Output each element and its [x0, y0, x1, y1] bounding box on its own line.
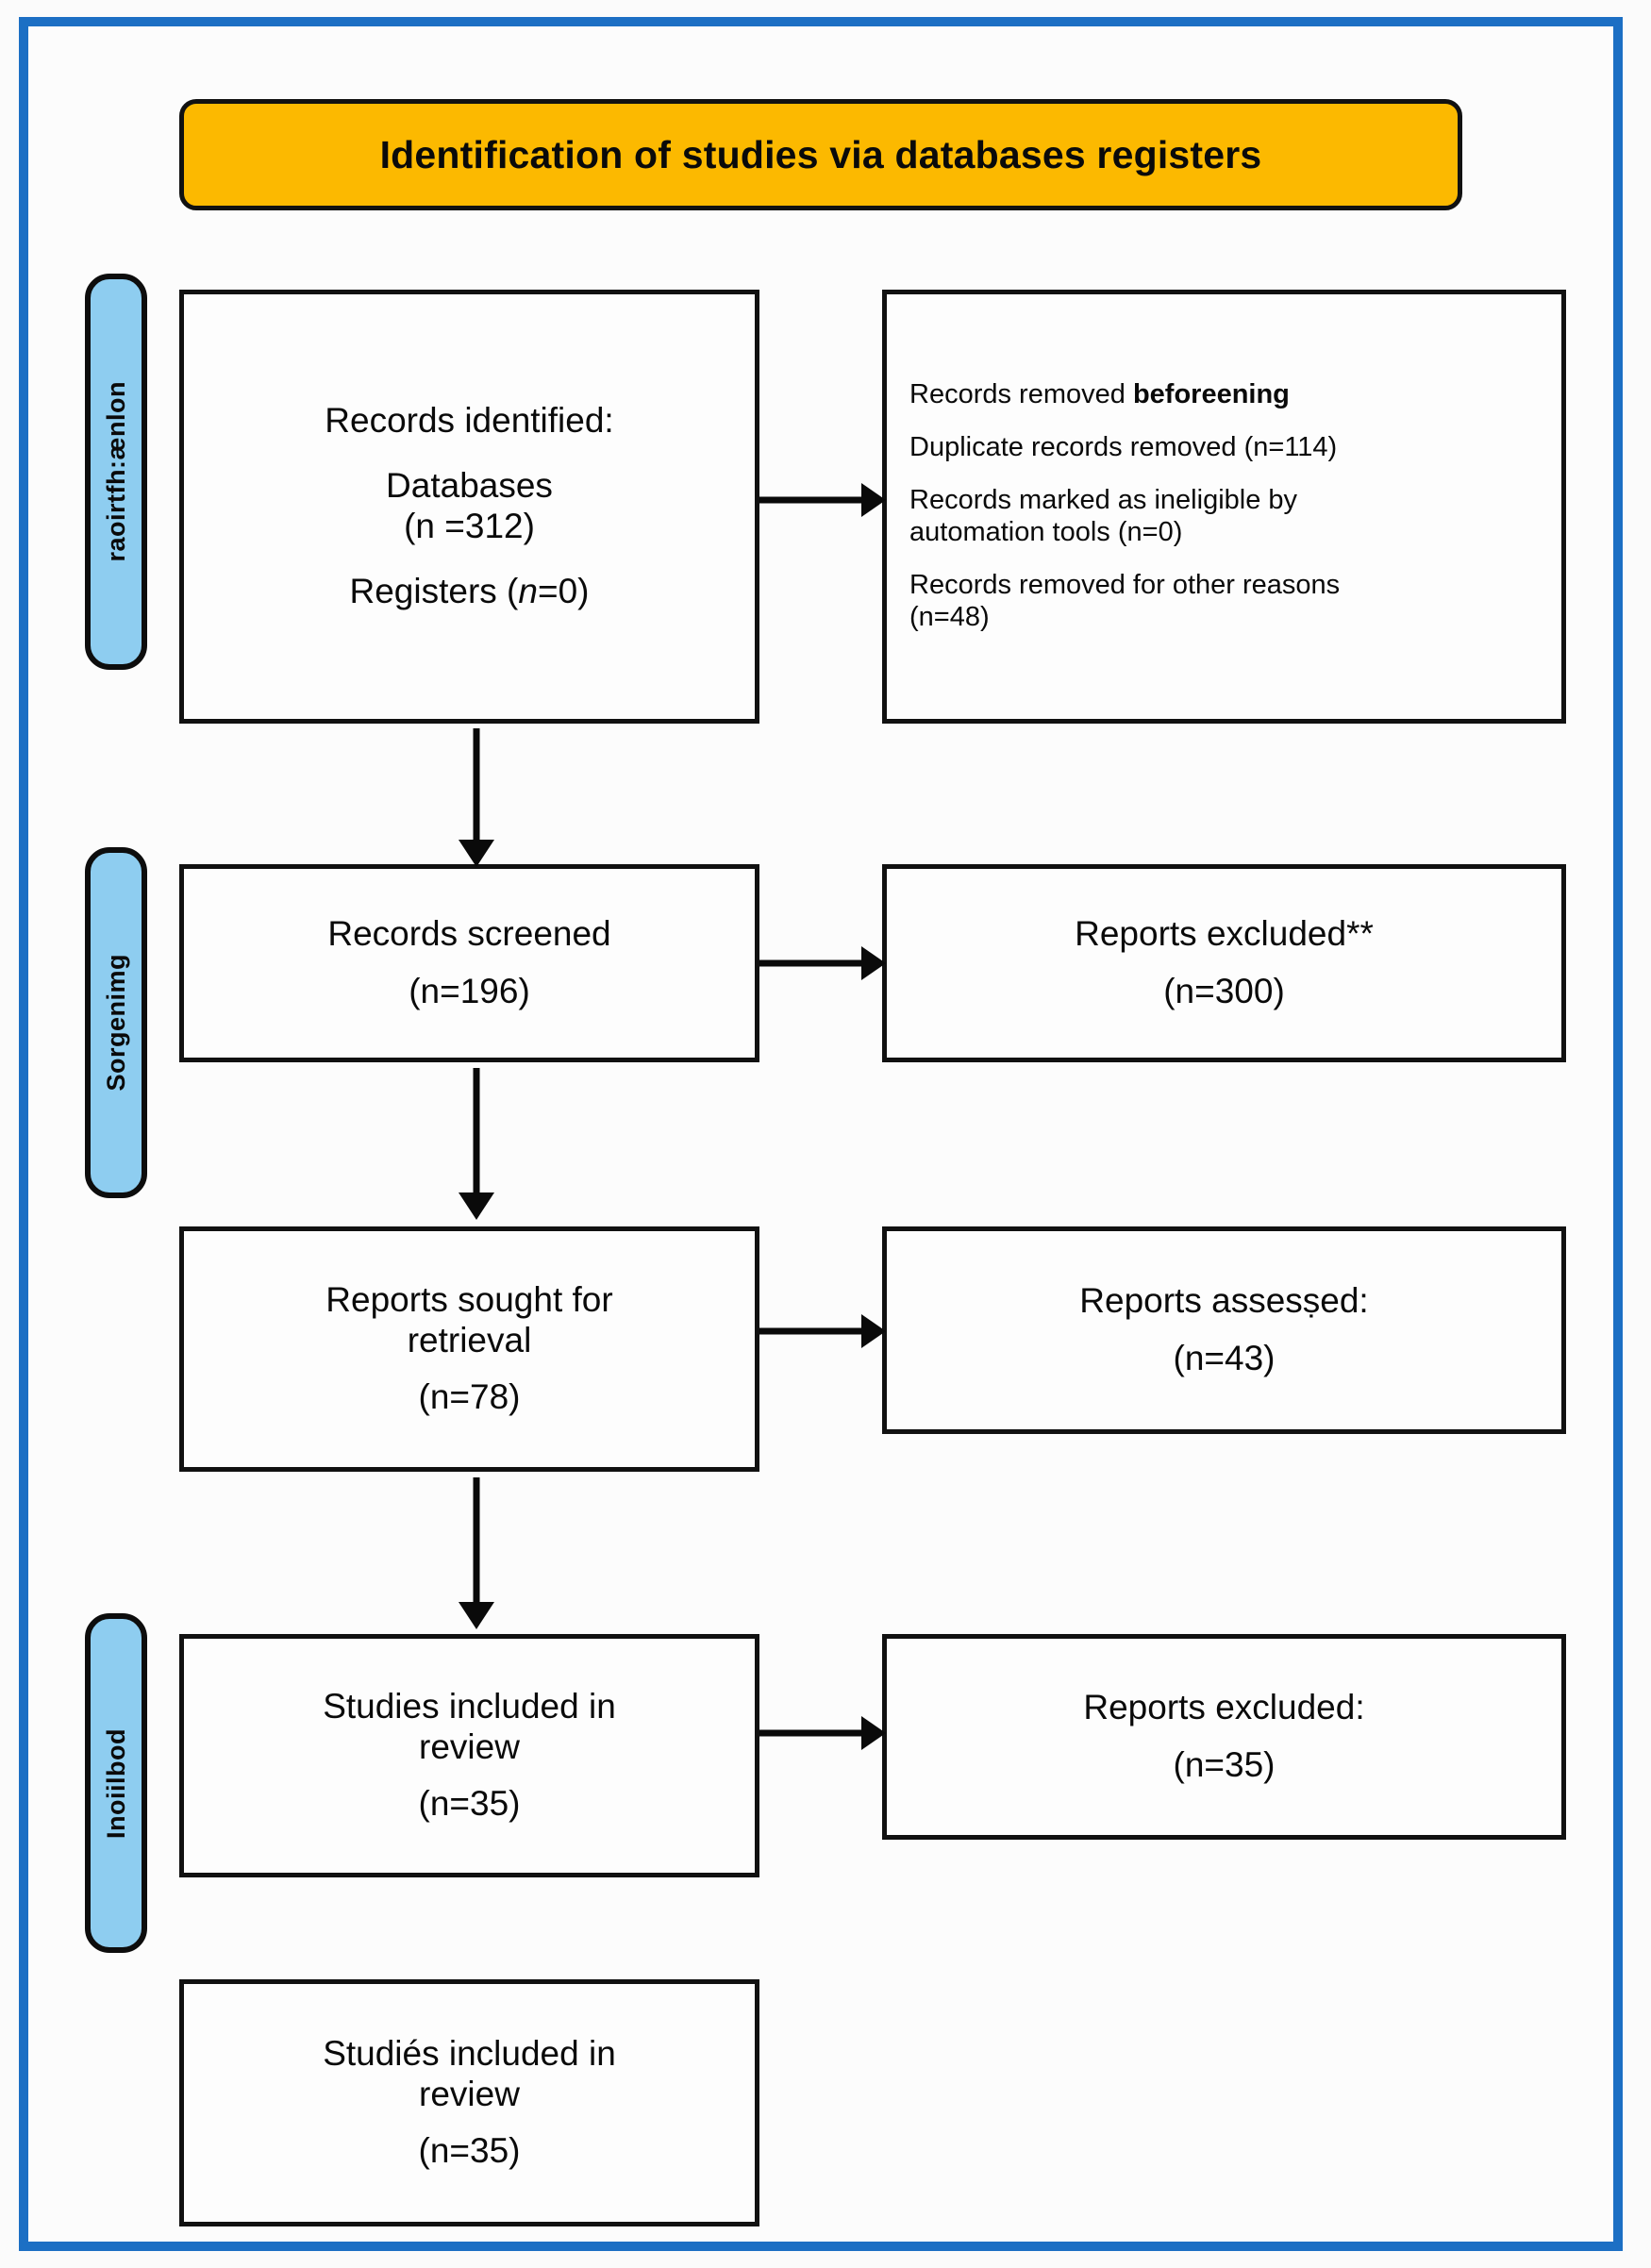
- registers-italic-n: n: [518, 571, 538, 610]
- studies-included-2-line2: review: [419, 2074, 520, 2113]
- duplicate-records-removed: Duplicate records removed (n=114): [909, 432, 1338, 463]
- records-ineligible-line1: Records marked as ineligible by: [909, 485, 1298, 516]
- arrow-screened-to-excluded: [759, 940, 887, 987]
- studies-included-count: (n=35): [418, 1784, 521, 1824]
- diagram-header-banner: Identification of studies via databases …: [179, 99, 1462, 210]
- records-identified-databases: Databases: [386, 466, 553, 506]
- arrow-identified-to-screened: [451, 728, 503, 868]
- box-studies-included: Studies included in review (n=35): [179, 1634, 759, 1877]
- reports-excluded-included-title: Reports excluded:: [1083, 1688, 1365, 1727]
- stage-bar-identification: raoirtfh:ænlon: [85, 274, 147, 670]
- records-screened-count: (n=196): [409, 972, 530, 1010]
- page-title: Identification of studies via databases …: [379, 132, 1262, 176]
- arrow-sought-to-assessed: [759, 1308, 887, 1355]
- reports-assessed-title: Reports assesṣed:: [1079, 1281, 1369, 1321]
- box-reports-excluded-included: Reports excluded: (n=35): [882, 1634, 1566, 1840]
- records-ineligible-line2: automation tools (n=0): [909, 517, 1183, 547]
- records-identified-registers: Registers (n=0): [349, 571, 590, 610]
- reports-excluded-screening-count: (n=300): [1163, 972, 1285, 1010]
- records-identified-databases-count: (n =312): [404, 507, 535, 545]
- records-other-reasons-line2: (n=48): [909, 601, 990, 632]
- studies-included-line1: Studies included in: [323, 1686, 616, 1726]
- studies-included-line2: review: [419, 1726, 520, 1766]
- reports-excluded-screening-title: Reports excluded**: [1075, 914, 1374, 954]
- stage-label-screening: Sorgenimg: [101, 954, 130, 1092]
- reports-assessed-count: (n=43): [1173, 1339, 1276, 1377]
- records-removed-title: Records removed beforeening: [909, 379, 1290, 411]
- reports-sought-line2: retrieval: [407, 1320, 532, 1359]
- box-reports-sought: Reports sought for retrieval (n=78): [179, 1226, 759, 1472]
- stage-bar-included: Inoiilbod: [85, 1613, 147, 1953]
- box-records-removed: Records removed beforeening Duplicate re…: [882, 290, 1566, 724]
- registers-prefix: Registers (: [349, 571, 519, 610]
- records-removed-title-bold: beforeening: [1132, 379, 1290, 410]
- records-other-reasons-line1: Records removed for other reasons: [909, 569, 1341, 600]
- reports-sought-count: (n=78): [418, 1377, 521, 1417]
- box-reports-excluded-screening: Reports excluded** (n=300): [882, 864, 1566, 1062]
- stage-label-included: Inoiilbod: [101, 1727, 130, 1839]
- box-records-identified: Records identified: Databases (n =312) R…: [179, 290, 759, 724]
- box-records-screened: Records screened (n=196): [179, 864, 759, 1062]
- records-identified-title: Records identified:: [325, 401, 614, 441]
- registers-suffix: =0): [537, 571, 590, 610]
- records-screened-title: Records screened: [327, 914, 611, 954]
- studies-included-2-line1: Studiés included in: [323, 2033, 616, 2073]
- reports-sought-line1: Reports sought for: [325, 1279, 613, 1319]
- arrow-sought-to-included: [451, 1477, 503, 1630]
- box-reports-assessed: Reports assesṣed: (n=43): [882, 1226, 1566, 1434]
- reports-excluded-included-count: (n=35): [1173, 1745, 1276, 1784]
- stage-label-identification: raoirtfh:ænlon: [101, 381, 130, 562]
- studies-included-2-count: (n=35): [418, 2131, 521, 2171]
- records-removed-title-normal: Records removed: [909, 379, 1133, 410]
- stage-bar-screening: Sorgenimg: [85, 847, 147, 1198]
- arrow-identified-to-removed: [759, 476, 887, 524]
- arrow-screened-to-sought: [451, 1068, 503, 1221]
- box-studies-included-duplicate: Studiés included in review (n=35): [179, 1979, 759, 2226]
- arrow-included-to-excluded: [759, 1709, 887, 1757]
